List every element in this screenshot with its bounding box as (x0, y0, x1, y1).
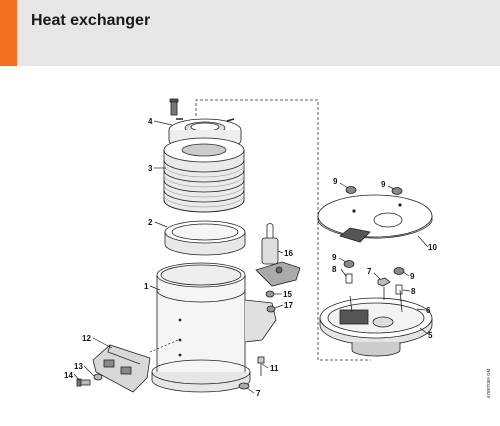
callout-10: 10 (428, 243, 437, 252)
part-8-spacers (345, 273, 403, 295)
callout-8-left: 8 (332, 265, 337, 274)
callout-9-mid-left: 9 (332, 253, 337, 262)
callout-3: 3 (148, 164, 153, 173)
part-10-cover-plate (317, 194, 433, 243)
callout-8-right: 8 (411, 287, 416, 296)
part-3-spiral-coil (163, 137, 245, 213)
page-title: Heat exchanger (31, 12, 151, 29)
part-7-washer-bottom (238, 382, 250, 390)
part-5-burner-base (319, 287, 433, 357)
callout-labels: 4 3 2 1 12 13 14 16 15 17 11 7 9 9 10 9 … (64, 117, 437, 398)
callout-11: 11 (270, 364, 279, 373)
assembly-dashed-line (195, 99, 371, 361)
callout-7-right: 7 (367, 267, 372, 276)
callout-12: 12 (82, 334, 91, 343)
callout-16: 16 (284, 249, 293, 258)
header-bar: Heat exchanger (0, 0, 500, 66)
part-11-screw (257, 356, 265, 376)
part-13-14-bolt-washer (76, 373, 103, 387)
callout-9-mid-right: 9 (410, 272, 415, 281)
callout-9-top-left: 9 (333, 177, 338, 186)
callout-4: 4 (148, 117, 153, 126)
part-12-bracket (92, 344, 151, 393)
callout-13: 13 (74, 362, 83, 371)
orange-accent-bar (0, 0, 17, 66)
leader-lines (73, 120, 429, 394)
drawing-code: 678ET059 GM (486, 368, 491, 398)
part-2-ring (164, 220, 246, 256)
part-7-nut-right (377, 277, 391, 287)
parts-15-17-washers (265, 290, 276, 313)
callout-9-top-right: 9 (381, 180, 386, 189)
callout-7-bottom: 7 (256, 389, 261, 398)
callout-6: 6 (426, 306, 431, 315)
part-16-sensor (255, 223, 301, 287)
callout-14: 14 (64, 371, 73, 380)
part-9-washers (343, 186, 405, 275)
callout-17: 17 (284, 301, 293, 310)
callout-5: 5 (428, 331, 433, 340)
callout-1: 1 (144, 282, 149, 291)
part-1-cylinder-housing (151, 262, 277, 393)
callout-15: 15 (283, 290, 292, 299)
callout-2: 2 (148, 218, 153, 227)
